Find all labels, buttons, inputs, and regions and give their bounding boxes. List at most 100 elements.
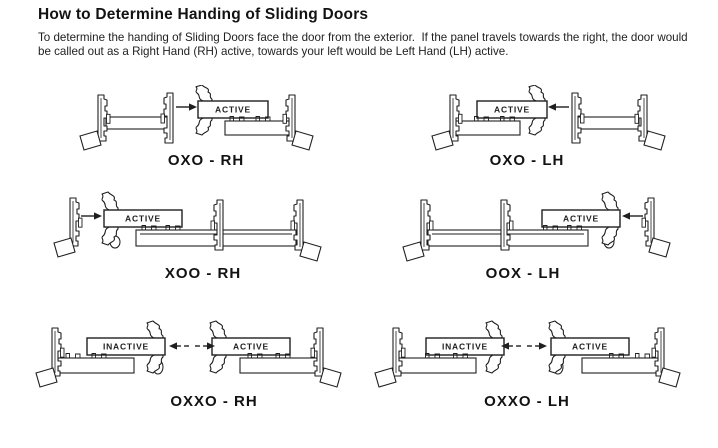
diagram-oxo-lh: ACTIVE OXO - LH [425, 85, 685, 169]
guide-ticks [91, 353, 107, 358]
direction-arrow-icon [81, 212, 102, 220]
door-diagram-canvas: ACTIVE INACTIVE [374, 320, 681, 388]
fixed-panel [395, 357, 477, 374]
guide-ticks [500, 116, 515, 121]
panel-status-label: ACTIVE [572, 342, 608, 352]
door-jamb [51, 327, 65, 377]
guide-ticks [247, 353, 263, 358]
panel-status-label: ACTIVE [215, 105, 251, 115]
interlock-detail [209, 354, 227, 374]
guide-ticks [609, 353, 624, 358]
interlock-detail [528, 85, 546, 102]
door-jamb [420, 199, 434, 251]
intro-line-1: To determine the handing of Sliding Door… [38, 31, 688, 44]
sliding-panel-box: INACTIVE [425, 337, 505, 356]
interlock-detail [101, 191, 119, 211]
sliding-panel-box: ACTIVE [211, 337, 291, 356]
sliding-panel-box: INACTIVE [86, 337, 166, 356]
door-jamb [571, 92, 585, 144]
direction-arrow-icon [548, 103, 569, 111]
jamb-foot [648, 237, 671, 258]
guide-ticks [275, 353, 291, 358]
fixed-panel [581, 357, 659, 374]
door-jamb [392, 327, 406, 377]
sliding-panel-box: ACTIVE [541, 209, 621, 228]
door-diagram-canvas: ACTIVE [53, 191, 322, 262]
jamb-foot [658, 367, 681, 388]
sliding-panel-box: ACTIVE [550, 337, 630, 356]
interlock-detail [209, 320, 227, 339]
door-jamb [290, 199, 304, 251]
diagram-caption: XOO - RH [164, 265, 242, 282]
door-jamb [449, 94, 463, 142]
panel-status-label: ACTIVE [494, 105, 530, 115]
guide-ticks [255, 116, 271, 121]
jamb-foot [319, 367, 342, 388]
direction-arrow-icon [622, 212, 643, 220]
fixed-panel [239, 357, 321, 374]
door-diagram-canvas: ACTIVE [402, 191, 671, 262]
fixed-panel [105, 116, 169, 130]
fixed-panel [576, 116, 640, 130]
diagram-caption: OXO - LH [489, 152, 565, 169]
page-title: How to Determine Handing of Sliding Door… [38, 6, 369, 23]
fixed-panel [224, 120, 291, 136]
fixed-panel [454, 120, 521, 136]
direction-arrow-icon [195, 342, 215, 350]
guide-ticks [635, 353, 650, 358]
interlock-detail [485, 354, 503, 374]
door-jamb [97, 94, 111, 142]
door-jamb [69, 197, 83, 247]
guide-ticks [65, 353, 81, 358]
direction-arrow-icon [176, 103, 197, 111]
guide-ticks [567, 225, 582, 230]
diagram-caption: OXO - RH [167, 152, 245, 169]
guide-ticks [453, 353, 468, 358]
door-diagram-canvas: ACTIVE [79, 85, 314, 151]
door-jamb [160, 92, 174, 144]
door-diagram-canvas: INACTIVE ACTIVE [35, 320, 342, 388]
panel-status-label: ACTIVE [563, 214, 599, 224]
jamb-foot [374, 367, 397, 388]
jamb-foot [431, 130, 454, 151]
interlock-detail [601, 191, 619, 211]
door-jamb [500, 199, 514, 251]
jamb-foot [643, 130, 666, 151]
door-jamb [310, 327, 324, 377]
intro-paragraph: To determine the handing of Sliding Door… [38, 31, 693, 59]
diagram-oxo-rh: ACTIVE OXO - RH [60, 85, 320, 169]
jamb-foot [53, 237, 76, 258]
panel-status-label: ACTIVE [125, 214, 161, 224]
panel-status-label: INACTIVE [103, 342, 149, 352]
interlock-detail [548, 354, 566, 374]
sliding-panel-box: ACTIVE [197, 100, 269, 119]
door-jamb [282, 94, 296, 142]
diagram-oox-lh: ACTIVE OOX - LH [390, 190, 680, 282]
sliding-panel-box: ACTIVE [476, 100, 548, 119]
interlock-detail [485, 320, 503, 339]
diagram-xoo-rh: ACTIVE XOO - RH [44, 190, 334, 282]
direction-arrow-icon [501, 342, 521, 350]
direction-arrow-icon [527, 342, 547, 350]
door-jamb [651, 327, 665, 377]
interlock-detail [195, 85, 213, 102]
guide-ticks [425, 353, 440, 358]
jamb-foot [35, 367, 58, 388]
interlock-detail [101, 226, 119, 246]
interlock-detail [548, 320, 566, 339]
sliding-panel-box: ACTIVE [103, 209, 183, 228]
interlock-detail [195, 117, 213, 136]
guide-ticks [165, 225, 181, 230]
door-jamb [634, 94, 648, 142]
jamb-foot [291, 130, 314, 151]
guide-ticks [229, 116, 245, 121]
door-jamb [641, 197, 655, 247]
jamb-foot [299, 241, 322, 262]
panel-status-label: ACTIVE [233, 342, 269, 352]
guide-ticks [141, 225, 157, 230]
guide-ticks [543, 225, 558, 230]
jamb-foot [79, 130, 102, 151]
